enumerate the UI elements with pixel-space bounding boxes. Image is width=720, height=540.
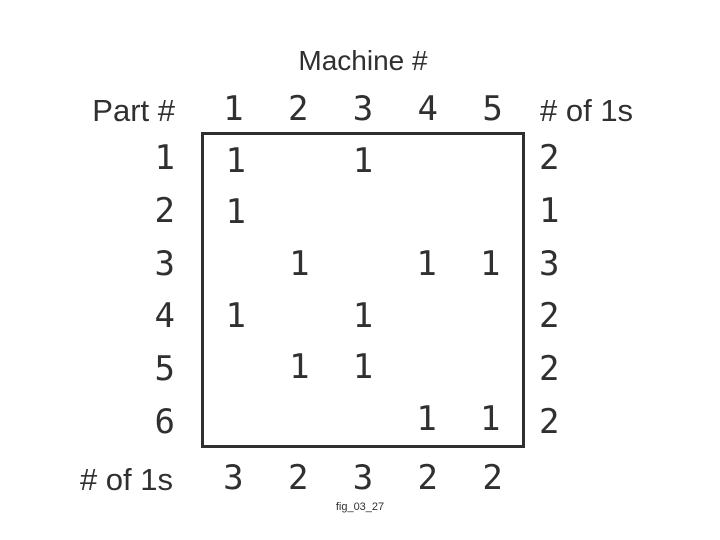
- part-row-labels: 1 2 3 4 5 6: [78, 132, 175, 448]
- col-total: 2: [417, 458, 439, 498]
- column-header: 2: [287, 89, 309, 129]
- matrix-cell: [458, 342, 522, 394]
- row-total: 3: [539, 243, 560, 284]
- figure-caption: fig_03_27: [335, 501, 385, 513]
- matrix-cell: 1: [225, 295, 247, 336]
- matrix-cell: [395, 135, 459, 187]
- matrix-cell: 1: [289, 347, 310, 388]
- column-header: 1: [223, 89, 244, 129]
- row-label: 1: [154, 138, 175, 179]
- row-label: 4: [154, 296, 175, 337]
- matrix-cell: [331, 238, 395, 290]
- row-totals-header: # of 1s: [540, 93, 634, 128]
- incidence-matrix-box: 1 1 1 1 1 1 1 1 1 1: [201, 132, 525, 448]
- row-label: 6: [154, 401, 175, 442]
- matrix-cell: [331, 393, 395, 445]
- matrix-cell: [268, 187, 332, 239]
- matrix-cell: [268, 290, 332, 342]
- part-axis-label: Part #: [92, 93, 175, 128]
- matrix-cell: 1: [479, 399, 501, 440]
- matrix-cell: [204, 238, 268, 290]
- matrix-cell: 1: [416, 399, 437, 440]
- matrix-cell: 1: [479, 244, 501, 285]
- matrix-cell: 1: [225, 192, 247, 233]
- row-total: 2: [539, 138, 560, 179]
- matrix-cell: [395, 342, 459, 394]
- col-total: 2: [287, 458, 309, 498]
- matrix-cell: 1: [352, 140, 374, 181]
- column-header: 4: [417, 89, 439, 129]
- matrix-cell: 1: [352, 347, 374, 388]
- matrix-cell: 1: [352, 295, 374, 336]
- row-label: 2: [154, 190, 175, 231]
- matrix-cell: [331, 187, 395, 239]
- column-header: 5: [482, 89, 503, 129]
- matrix-cell: [395, 187, 459, 239]
- matrix-cell: 1: [289, 244, 310, 285]
- matrix-cell: 1: [416, 244, 437, 285]
- col-total: 3: [223, 458, 244, 498]
- col-total: 3: [352, 458, 374, 498]
- incidence-matrix-grid: 1 1 1 1 1 1 1 1 1 1: [204, 135, 522, 445]
- matrix-cell: [268, 135, 332, 187]
- row-total: 2: [539, 348, 560, 389]
- matrix-cell: [204, 342, 268, 394]
- matrix-cell: [458, 135, 522, 187]
- row-totals-column: 2 1 3 2 2 2: [539, 132, 609, 448]
- matrix-cell: [458, 187, 522, 239]
- matrix-cell: [395, 290, 459, 342]
- machine-column-headers: 1 2 3 4 5: [201, 92, 525, 126]
- matrix-cell: [458, 290, 522, 342]
- column-header: 3: [352, 89, 374, 129]
- matrix-cell: [268, 393, 332, 445]
- row-label: 3: [154, 243, 175, 284]
- row-total: 2: [539, 401, 560, 442]
- row-label: 5: [154, 348, 175, 389]
- col-totals-label: # of 1s: [79, 462, 173, 497]
- matrix-cell: [204, 393, 268, 445]
- col-total: 2: [482, 458, 503, 498]
- row-total: 1: [539, 190, 560, 231]
- machine-axis-title: Machine #: [298, 45, 428, 76]
- row-total: 2: [539, 296, 560, 337]
- col-totals-row: 3 2 3 2 2: [201, 461, 525, 495]
- matrix-cell: 1: [225, 140, 247, 181]
